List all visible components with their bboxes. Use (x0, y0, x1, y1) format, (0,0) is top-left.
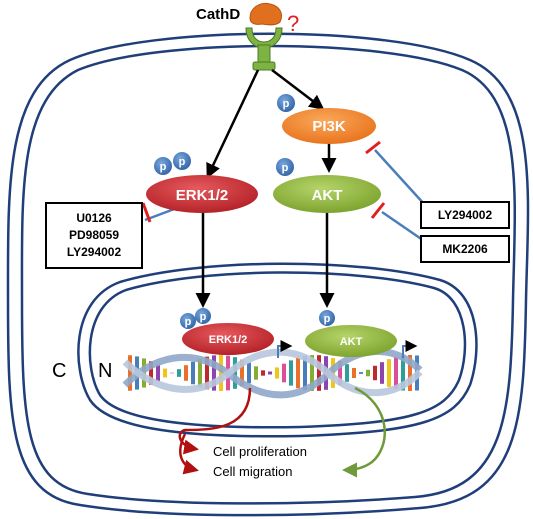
receptor (245, 27, 283, 71)
nuclear-akt-label: AKT (340, 336, 363, 348)
svg-text:p: p (282, 162, 289, 174)
akt-inhibitor-box: MK2206 (420, 235, 510, 263)
akt-node: AKT (273, 175, 381, 213)
arrow-receptor-to-erk (206, 69, 260, 179)
proliferation-arrow (178, 387, 252, 455)
nucleus-label: N (98, 360, 112, 382)
migration-arrow (179, 433, 199, 475)
cytoplasm-label: C (52, 360, 66, 382)
nucleus-membrane (77, 262, 478, 438)
nuclear-akt-node: AKT (305, 325, 397, 357)
nuclear-erk-node: ERK1/2 (182, 323, 274, 355)
inhibition-bar-erk (141, 202, 152, 223)
erk-label: ERK1/2 (176, 187, 229, 204)
nuclear-erk-label: ERK1/2 (209, 334, 248, 346)
svg-text:p: p (324, 313, 331, 325)
akt-inhibitor-label: MK2206 (442, 242, 488, 256)
cathd-ligand-icon (249, 3, 283, 26)
akt-outcome-arrow (342, 386, 386, 478)
pi3k-inhibitor-label: LY294002 (438, 208, 493, 222)
svg-text:p: p (200, 311, 207, 323)
phospho-erk-2: p (173, 152, 191, 170)
phospho-erk-1: p (154, 157, 172, 175)
svg-text:p: p (185, 316, 192, 328)
cell-membrane (6, 32, 530, 517)
transcription-arrow-icon-akt (402, 340, 418, 358)
phospho-nuclear-erk-2: p (195, 308, 211, 324)
phospho-akt: p (276, 158, 294, 176)
inhibition-bar-akt (370, 202, 386, 219)
erk-node: ERK1/2 (146, 175, 258, 213)
pi3k-inhibitor-box: LY294002 (420, 201, 510, 229)
phospho-nuclear-erk-1: p (180, 313, 196, 329)
erk-inhibitor-2: PD98059 (69, 228, 119, 242)
arrow-receptor-to-pi3k (271, 69, 325, 110)
outcome-cell-migration: Cell migration (213, 464, 292, 479)
dna-helix (122, 348, 423, 399)
svg-text:p: p (283, 98, 290, 110)
cathd-label: CathD (196, 6, 240, 23)
outcome-cell-proliferation: Cell proliferation (213, 444, 307, 459)
erk-inhibitor-box: U0126 PD98059 LY294002 (45, 202, 143, 269)
erk-inhibitor-1: U0126 (76, 211, 112, 225)
inhibition-line-pi3k (374, 149, 426, 206)
pi3k-label: PI3K (312, 118, 346, 135)
erk-inhibitor-3: LY294002 (67, 245, 122, 259)
transcription-arrow-icon-erk (277, 340, 293, 358)
phospho-pi3k: p (277, 94, 295, 112)
svg-text:p: p (179, 156, 186, 168)
svg-text:p: p (160, 161, 167, 173)
inhibition-bar-pi3k (365, 140, 381, 155)
question-mark: ? (287, 11, 299, 36)
akt-label: AKT (312, 187, 343, 204)
phospho-nuclear-akt: p (319, 310, 335, 326)
pi3k-node: PI3K (282, 108, 376, 144)
